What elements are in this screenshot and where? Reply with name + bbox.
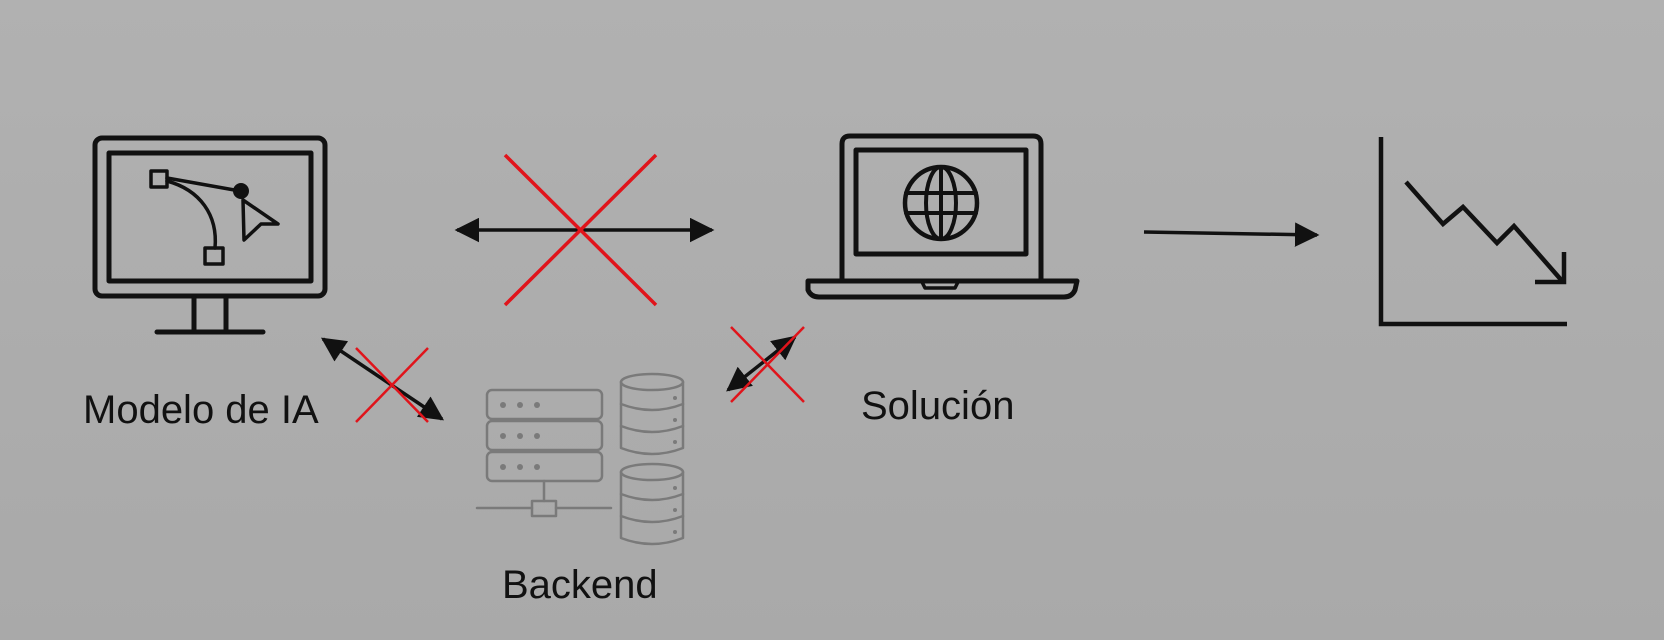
laptop-globe-icon: [805, 133, 1080, 300]
solution-label: Solución: [861, 384, 1014, 428]
backend-label: Backend: [502, 563, 658, 607]
blocked-x-icon: [355, 347, 429, 423]
model-backend-link: [320, 337, 445, 423]
solution-outcome-arrow: [1143, 222, 1320, 247]
server-database-icon: [475, 372, 685, 546]
blocked-x-icon: [730, 326, 805, 403]
backend-solution-link: [726, 326, 805, 403]
model-solution-link: [454, 153, 715, 307]
monitor-design-icon: [92, 135, 328, 335]
model-label: Modelo de IA: [83, 388, 319, 432]
declining-chart-icon: [1378, 137, 1567, 327]
blocked-x-icon: [503, 153, 658, 307]
